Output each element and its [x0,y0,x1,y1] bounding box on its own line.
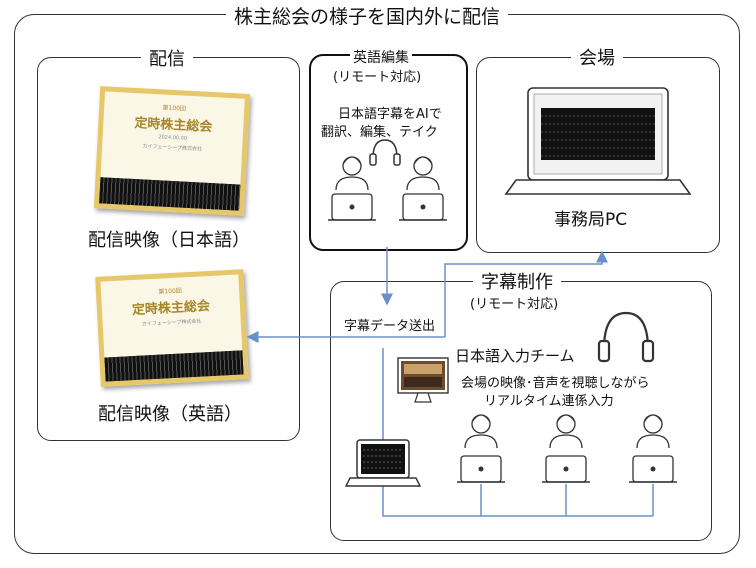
send-label: 字幕データ送出 [344,319,436,334]
kaijo-title: 会場 [571,44,623,70]
label-jp: 配信映像（日本語） [88,230,250,251]
arrow-to-kaijo [444,250,608,337]
eigo-desc-line1: 日本語字幕をAIで [338,107,442,122]
editor-person-2 [406,156,440,191]
team-person-2 [549,414,583,449]
main-title: 株主総会の様子を国内外に配信 [226,2,509,29]
eigo-subtitle: (リモート対応) [333,70,422,85]
team-person-3 [636,414,670,449]
eigo-desc-line2: 翻訳、編集、テイク [321,125,438,140]
line-input-bus [382,348,653,517]
input-laptop-icon [344,439,422,487]
venue-pc-icon [504,87,692,195]
editor-person-1 [335,156,369,191]
team-laptop-2 [541,455,591,483]
pc-label: 事務局PC [554,210,628,230]
editor-laptop-2 [398,193,448,221]
jimaku-desc-line2: リアルタイム連係入力 [484,394,614,409]
jimaku-subtitle: (リモート対応) [470,297,559,312]
eigo-title: 英語編集 [350,47,412,67]
editor-laptop-1 [327,193,377,221]
team-label: 日本語入力チーム [455,347,575,365]
jimaku-panel [330,281,712,541]
jimaku-title: 字幕制作 [473,268,561,294]
jimaku-desc-line1: 会場の映像･音声を視聴しながら [461,376,650,391]
headphones-icon-large [597,311,655,363]
venue-video-monitor [397,357,449,403]
haishin-title: 配信 [141,45,193,71]
team-laptop-3 [628,455,678,483]
team-person-1 [464,414,498,449]
headphones-icon-small [369,139,401,166]
team-laptop-1 [456,455,506,483]
label-en: 配信映像（英語） [98,404,242,425]
